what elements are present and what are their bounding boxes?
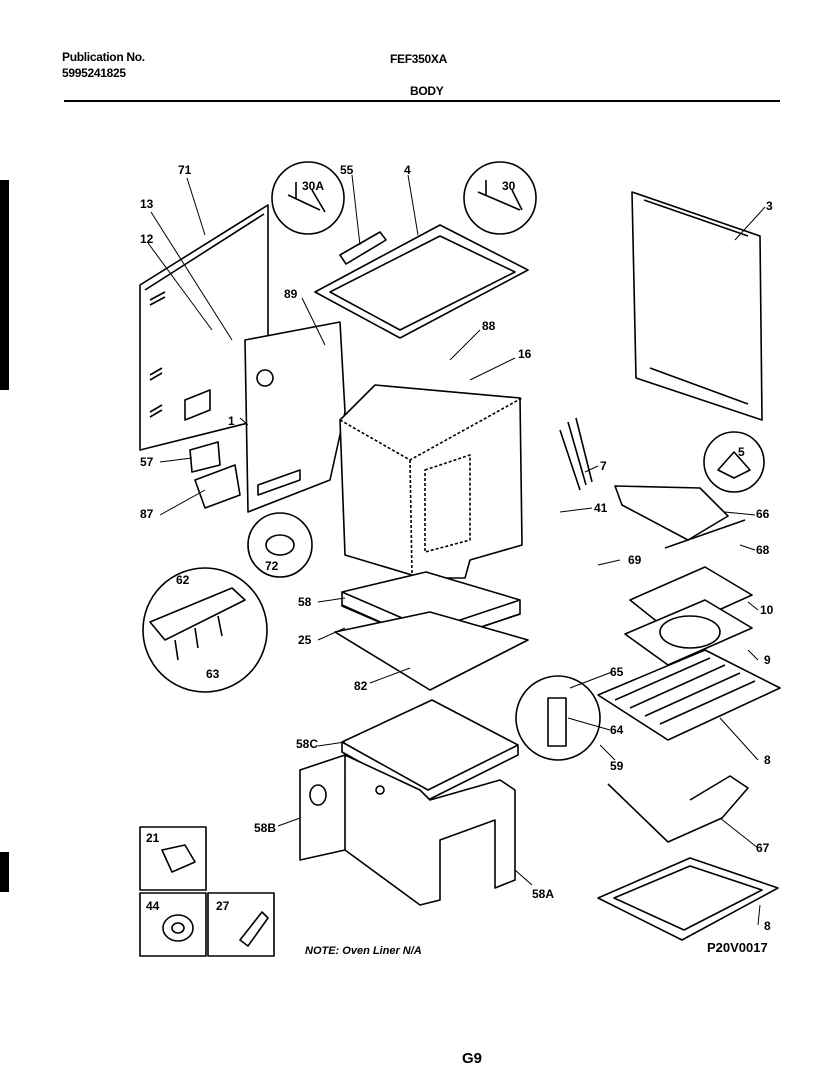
callout-16: 16 (518, 347, 532, 361)
bracket-87 (194, 464, 241, 509)
callout-72: 72 (265, 559, 279, 573)
callout-87: 87 (140, 507, 154, 521)
callout-9: 9 (764, 653, 771, 667)
drawing-code: P20V0017 (707, 940, 768, 955)
callout-58c: 58C (296, 737, 318, 751)
oven-cabinet (339, 384, 523, 613)
callout-63: 63 (206, 667, 220, 681)
part-box-21 (139, 826, 207, 891)
callout-3: 3 (766, 199, 773, 213)
callout-12: 12 (140, 232, 154, 246)
callout-21: 21 (146, 831, 160, 845)
insulation-58b-58a (299, 754, 516, 906)
callout-59: 59 (610, 759, 624, 773)
callout-68: 68 (756, 543, 770, 557)
callout-82: 82 (354, 679, 368, 693)
bottom-panel-82 (334, 611, 529, 691)
scan-edge-mark-top (0, 180, 9, 390)
callout-30a: 30A (302, 179, 324, 193)
callout-27: 27 (216, 899, 230, 913)
bracket-55 (339, 231, 387, 265)
page-number: G9 (462, 1050, 483, 1067)
callout-8-tray: 8 (764, 919, 771, 933)
model-number: FEF350XA (390, 52, 447, 66)
callout-55: 55 (340, 163, 354, 177)
rod-68 (664, 519, 746, 549)
callout-66: 66 (756, 507, 770, 521)
callout-58a: 58A (532, 887, 554, 901)
detail-circle-72 (247, 512, 313, 578)
callout-13: 13 (140, 197, 154, 211)
callout-10: 10 (760, 603, 774, 617)
callout-41: 41 (594, 501, 608, 515)
callout-1: 1 (228, 414, 235, 428)
callout-25: 25 (298, 633, 312, 647)
callout-71: 71 (178, 163, 192, 177)
publication-label: Publication No. (62, 50, 145, 64)
callout-57: 57 (140, 455, 154, 469)
detail-circle-62 (142, 567, 268, 693)
callout-5: 5 (738, 445, 745, 459)
back-frame (244, 321, 346, 513)
callout-62: 62 (176, 573, 190, 587)
oven-rack-8 (597, 649, 781, 741)
callout-67: 67 (756, 841, 770, 855)
broil-element-66 (614, 485, 729, 541)
callout-58: 58 (298, 595, 312, 609)
callout-58b: 58B (254, 821, 276, 835)
rear-panel (139, 204, 269, 451)
callout-89: 89 (284, 287, 298, 301)
callout-69: 69 (628, 553, 642, 567)
detail-circle-30a (271, 161, 345, 235)
scan-edge-mark-bottom (0, 852, 9, 892)
callout-65: 65 (610, 665, 624, 679)
note-oven-liner: NOTE: Oven Liner N/A (305, 945, 422, 957)
callout-8-rack: 8 (764, 753, 771, 767)
top-panel (314, 224, 529, 339)
detail-circle-30 (463, 161, 537, 235)
publication-number: 5995241825 (62, 66, 126, 80)
detail-circle-65-64-59 (515, 675, 601, 761)
bake-element-6 (607, 775, 749, 843)
callout-64: 64 (610, 723, 624, 737)
igniter-7 (559, 417, 593, 491)
callout-7: 7 (600, 459, 607, 473)
section-title: BODY (410, 84, 444, 98)
callout-30: 30 (502, 179, 516, 193)
side-panel (631, 191, 763, 421)
callout-44: 44 (146, 899, 160, 913)
bottom-tray (597, 857, 779, 941)
part-box-44 (139, 892, 207, 957)
bracket-57 (189, 441, 221, 473)
header-rule (64, 100, 780, 102)
detail-circle-5 (703, 431, 765, 493)
callout-4: 4 (404, 163, 411, 177)
broil-pan-9 (624, 599, 753, 666)
callout-88: 88 (482, 319, 496, 333)
